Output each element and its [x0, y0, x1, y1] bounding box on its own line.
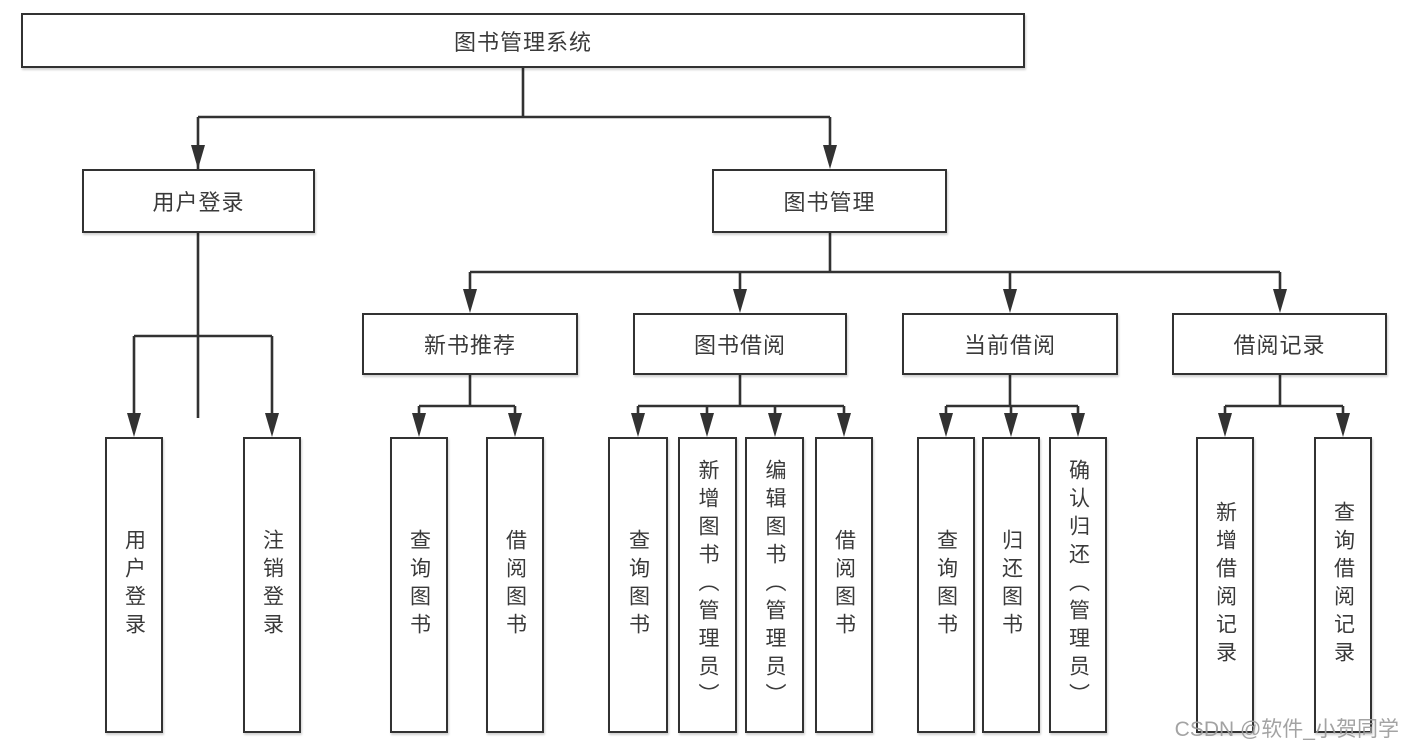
arrowheads	[127, 145, 1350, 437]
leaf-query-books-borrowing: 查询图书	[608, 437, 668, 733]
leaf-label: 确认归还（管理员）	[1066, 459, 1090, 711]
leaf-label: 用户登录	[122, 529, 146, 641]
leaf-label: 查询图书	[407, 529, 431, 641]
node-label: 图书管理	[783, 190, 876, 215]
leaf-borrow-books-recommend: 借阅图书	[486, 437, 544, 733]
node-user-login-module: 用户登录	[82, 169, 315, 233]
leaf-label: 注销登录	[260, 529, 284, 641]
node-label: 新书推荐	[423, 333, 516, 358]
node-root-label: 图书管理系统	[453, 29, 592, 55]
csdn-watermark: CSDN @软件_小贺同学	[1174, 718, 1399, 741]
node-borrowing-records: 借阅记录	[1172, 313, 1387, 375]
node-label: 图书借阅	[693, 333, 786, 358]
leaf-label: 查询图书	[934, 529, 958, 641]
leaf-add-borrow-record: 新增借阅记录	[1196, 437, 1254, 733]
node-book-borrowing: 图书借阅	[633, 313, 847, 375]
leaf-label: 归还图书	[999, 529, 1023, 641]
leaf-edit-books-admin: 编辑图书（管理员）	[745, 437, 804, 733]
node-label: 当前借阅	[963, 333, 1056, 358]
leaf-label: 借阅图书	[832, 529, 856, 641]
leaf-label: 查询图书	[626, 529, 650, 641]
node-new-book-recommend: 新书推荐	[362, 313, 578, 375]
leaf-add-books-admin: 新增图书（管理员）	[678, 437, 737, 733]
leaf-query-books-recommend: 查询图书	[390, 437, 448, 733]
leaf-borrow-books: 借阅图书	[815, 437, 873, 733]
node-root-system: 图书管理系统	[21, 13, 1025, 68]
leaf-user-login: 用户登录	[105, 437, 163, 733]
leaf-query-books-current: 查询图书	[917, 437, 975, 733]
leaf-return-books: 归还图书	[982, 437, 1040, 733]
node-current-borrowing: 当前借阅	[902, 313, 1118, 375]
node-book-management-module: 图书管理	[712, 169, 947, 233]
leaf-label: 新增图书（管理员）	[696, 459, 719, 711]
leaf-label: 新增借阅记录	[1213, 501, 1237, 669]
leaf-logout: 注销登录	[243, 437, 301, 733]
leaf-query-borrow-record: 查询借阅记录	[1314, 437, 1372, 733]
leaf-label: 编辑图书（管理员）	[763, 459, 786, 711]
node-label: 借阅记录	[1233, 333, 1326, 358]
leaf-confirm-return-admin: 确认归还（管理员）	[1049, 437, 1107, 733]
leaf-label: 查询借阅记录	[1331, 501, 1355, 669]
node-label: 用户登录	[152, 190, 245, 215]
leaf-label: 借阅图书	[503, 529, 527, 641]
